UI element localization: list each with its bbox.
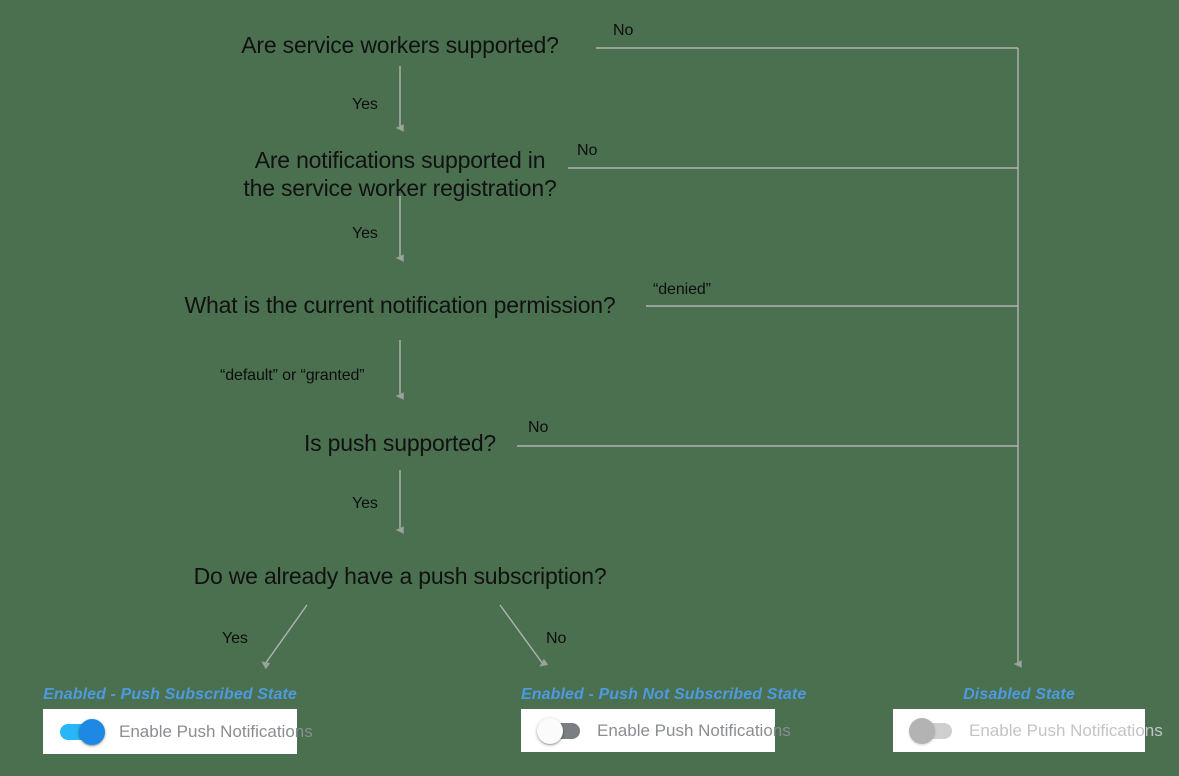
toggle-label-enable-push-notifications: Enable Push Notifications (969, 720, 1163, 740)
edge-label-perm-denied: “denied” (653, 281, 711, 298)
edge-label-sub-yes: Yes (222, 630, 248, 647)
question-notifications-supported: Are notifications supported in the servi… (243, 147, 557, 201)
toggle-card-enabled-push-not-subscribed[interactable]: Enable Push Notifications (521, 709, 791, 752)
edge-label-sw-yes: Yes (352, 96, 378, 113)
edge-sub-yes (261, 604, 308, 670)
edge-label-push-no: No (528, 419, 549, 436)
state-title-disabled: Disabled State (963, 686, 1075, 703)
push-toggle-switch-not-subscribed[interactable] (537, 717, 583, 744)
push-toggle-switch-subscribed[interactable] (59, 718, 105, 745)
toggle-label-enable-push-notifications: Enable Push Notifications (119, 721, 313, 741)
state-enabled-push-not-subscribed: Enabled - Push Not Subscribed State Enab… (521, 686, 807, 752)
state-disabled: Disabled State Enable Push Notifications (893, 686, 1163, 752)
edge-sub-no (499, 604, 549, 667)
question-service-workers: Are service workers supported? (241, 32, 559, 58)
toggle-card-disabled: Enable Push Notifications (893, 709, 1163, 752)
edge-label-sw-no: No (613, 22, 634, 39)
state-title-enabled-push-not-subscribed: Enabled - Push Not Subscribed State (521, 686, 807, 703)
edge-label-notif-yes: Yes (352, 225, 378, 242)
edge-label-sub-no: No (546, 630, 567, 647)
toggle-knob (79, 718, 105, 745)
question-existing-subscription: Do we already have a push subscription? (193, 563, 607, 589)
toggle-card-enabled-push-subscribed[interactable]: Enable Push Notifications (43, 709, 313, 754)
edge-label-perm-default-granted: “default” or “granted” (220, 367, 365, 384)
toggle-knob (537, 717, 563, 744)
toggle-label-enable-push-notifications: Enable Push Notifications (597, 720, 791, 740)
toggle-knob (909, 717, 935, 744)
state-enabled-push-subscribed: Enabled - Push Subscribed State Enable P… (43, 686, 313, 754)
state-title-enabled-push-subscribed: Enabled - Push Subscribed State (43, 686, 297, 703)
question-push-supported: Is push supported? (303, 430, 497, 456)
edge-label-push-yes: Yes (352, 495, 378, 512)
push-toggle-switch-disabled (909, 717, 955, 744)
edge-label-notif-no: No (577, 142, 598, 159)
question-notification-permission: What is the current notification permiss… (184, 292, 616, 318)
